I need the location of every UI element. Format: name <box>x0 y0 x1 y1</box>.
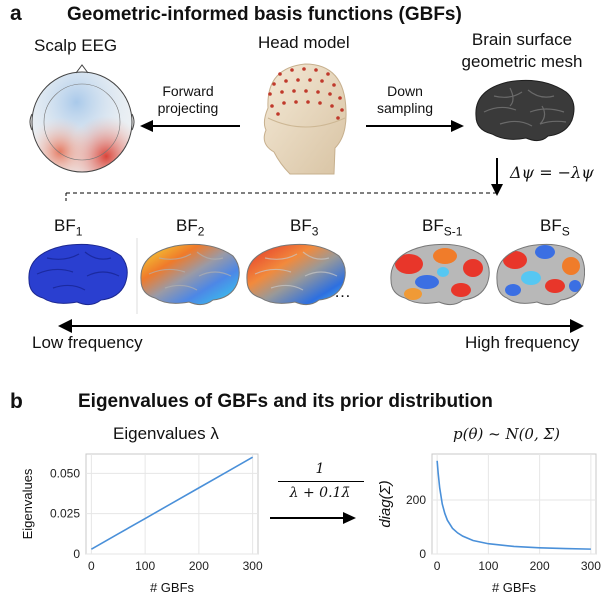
bf-label-3: BF3 <box>290 216 319 239</box>
eigen-xtick-label: 200 <box>189 559 209 573</box>
down-label-line1: Down <box>387 83 423 99</box>
electrode-dot <box>336 116 340 120</box>
electrode-dot <box>320 79 324 83</box>
scalp-eeg-label: Scalp EEG <box>34 36 118 55</box>
mesh-label-line1: Brain surface <box>471 30 573 49</box>
electrode-dot <box>278 72 282 76</box>
bf-label-2: BF2 <box>176 216 205 239</box>
prior-chart-title: p(θ) ~ N(0, Σ) <box>453 425 560 443</box>
eigen-ytick-label: 0.025 <box>50 507 80 521</box>
transform-arrow <box>270 512 356 524</box>
formula-numerator: 1 <box>315 461 325 477</box>
electrode-dot <box>332 83 336 87</box>
prior-series-line <box>436 460 591 550</box>
eigen-ylabel: Eigenvalues <box>20 468 35 539</box>
panel-a-title: Geometric-informed basis functions (GBFs… <box>67 4 462 25</box>
forward-projecting-label: Forward projecting <box>148 83 228 117</box>
head-model-label: Head model <box>258 33 350 52</box>
electrode-dot <box>340 108 344 112</box>
down-label-line2: sampling <box>376 100 434 116</box>
electrode-dot <box>308 78 312 82</box>
electrode-dot <box>276 112 280 116</box>
electrode-dot <box>270 104 274 108</box>
eigenvalues-chart-title: Eigenvalues λ <box>113 424 219 443</box>
scalp-eeg-topomap <box>29 64 135 173</box>
formula-denominator: λ + 0.1λ̄ <box>289 485 351 501</box>
prior-xtick-label: 100 <box>478 559 498 573</box>
electrode-dot <box>302 67 306 71</box>
prior-plot-frame <box>431 453 597 555</box>
electrode-dot <box>318 101 322 105</box>
brain-surface-mesh <box>475 79 575 142</box>
electrode-dot <box>326 72 330 76</box>
formula-fraction-bar <box>278 481 364 482</box>
electrode-dot <box>338 96 342 100</box>
high-frequency-label: High frequency <box>465 333 580 352</box>
eigen-xtick-label: 300 <box>243 559 263 573</box>
electrode-dot <box>316 90 320 94</box>
eigen-xlabel: # GBFs <box>150 580 195 595</box>
prior-xtick-label: 0 <box>434 559 441 573</box>
low-frequency-label: Low frequency <box>32 333 143 352</box>
electrode-dot <box>282 101 286 105</box>
electrode-dot <box>296 78 300 82</box>
eigen-xtick-label: 0 <box>88 559 95 573</box>
forward-label-line2: projecting <box>157 100 219 116</box>
panel-a-letter: a <box>10 2 22 25</box>
electrode-dot <box>294 100 298 104</box>
electrode-dot <box>330 104 334 108</box>
electrode-dot <box>328 92 332 96</box>
head-model-illustration <box>263 63 347 175</box>
prior-variance-chart: 0 100 200 300 0 200 # GBFs diag(Σ) <box>377 453 601 595</box>
prior-ytick-label: 200 <box>406 493 426 507</box>
eigen-ytick-label: 0.050 <box>50 466 80 480</box>
eigenvalues-chart: 0 100 200 300 0 0.025 0.050 # GBFs Eigenvalues <box>20 453 263 595</box>
prior-xlabel: # GBFs <box>492 580 537 595</box>
ellipsis: … <box>334 282 351 301</box>
electrode-dot <box>292 89 296 93</box>
prior-ytick-label: 0 <box>419 547 426 561</box>
prior-xtick-label: 300 <box>581 559 601 573</box>
panel-b-title: Eigenvalues of GBFs and its prior distri… <box>78 391 493 412</box>
eigen-ytick-label: 0 <box>73 547 80 561</box>
prior-ylabel: diag(Σ) <box>377 480 394 527</box>
panel-a-arrows <box>58 120 584 333</box>
forward-label-line1: Forward <box>162 83 214 99</box>
electrode-dot <box>268 92 272 96</box>
eigen-xtick-label: 100 <box>135 559 155 573</box>
electrode-dot <box>304 89 308 93</box>
bf-label-s-minus-1: BFS-1 <box>422 216 463 239</box>
panel-b-letter: b <box>10 390 23 413</box>
bf-label-s: BFS <box>540 216 570 239</box>
electrode-dot <box>280 90 284 94</box>
electrode-dot <box>314 68 318 72</box>
mesh-label-line2: geometric mesh <box>461 52 583 71</box>
laplace-equation: Δψ = −λψ <box>510 163 594 182</box>
electrode-dot <box>272 82 276 86</box>
basis-function-brains <box>28 238 585 314</box>
electrode-dot <box>290 68 294 72</box>
electrode-dot <box>306 100 310 104</box>
bf-label-1: BF1 <box>54 216 83 239</box>
eigen-series-line <box>90 456 254 550</box>
down-sampling-label: Down sampling <box>370 83 440 117</box>
prior-xtick-label: 200 <box>530 559 550 573</box>
electrode-dot <box>284 79 288 83</box>
